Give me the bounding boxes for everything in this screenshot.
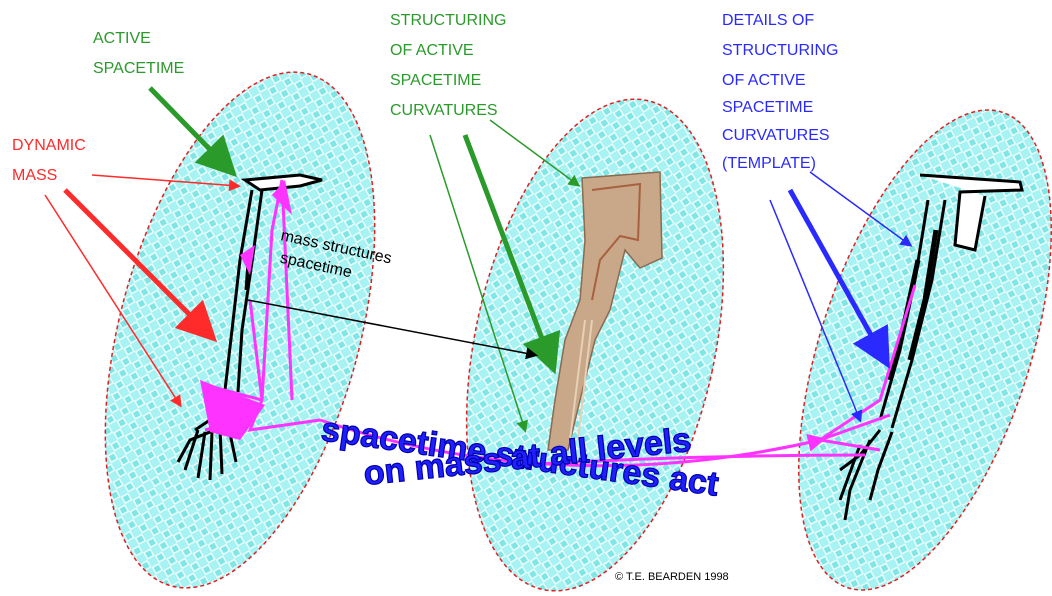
label-structuring: STRUCTURING OF ACTIVE SPACETIME CURVATUR…	[390, 12, 511, 119]
copyright-text: © T.E. BEARDEN 1998	[615, 571, 729, 583]
label-dynamic-mass: DYNAMIC MASS	[12, 137, 90, 184]
left-spacetime-ellipse	[56, 43, 425, 596]
label-details: DETAILS OF STRUCTURING OF ACTIVE SPACETI…	[722, 12, 843, 172]
label-active-spacetime: ACTIVE SPACETIME	[93, 30, 184, 77]
